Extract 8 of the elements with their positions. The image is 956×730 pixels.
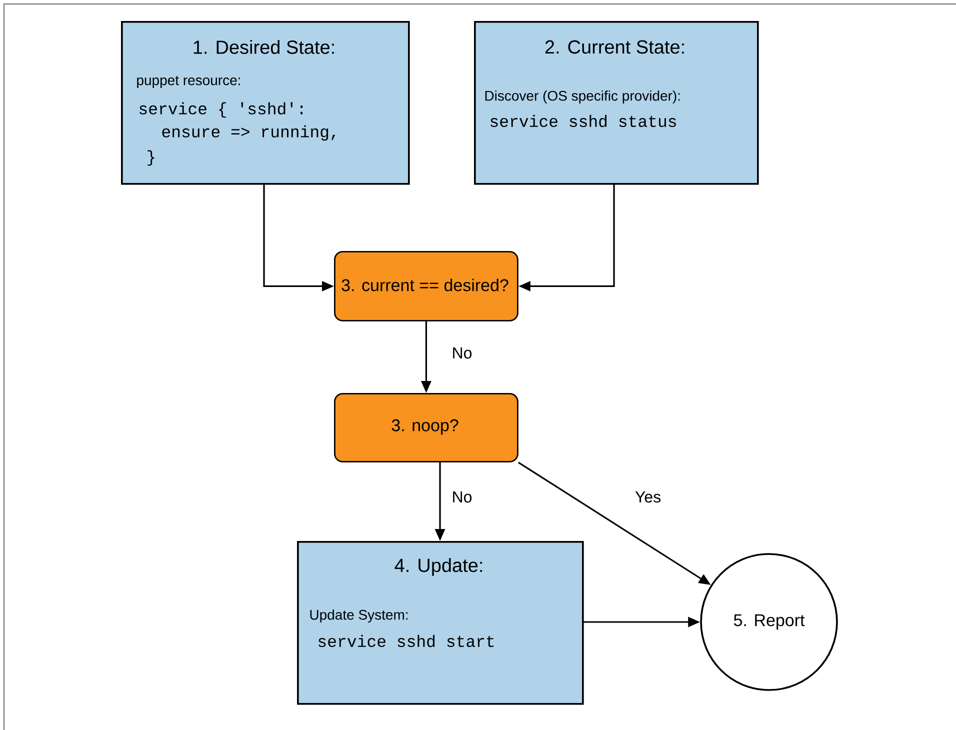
- process-box: 2. Current State: Discover (OS specific provider): service sshd status: [474, 21, 759, 185]
- edge-label: No: [450, 490, 474, 504]
- process-box: 4. Update: Update System: service sshd start: [297, 541, 584, 705]
- decision-box: 3. current == desired?: [334, 251, 518, 322]
- edge-label: No: [450, 346, 474, 360]
- decision-box: 3. noop?: [334, 393, 518, 462]
- edge-label: Yes: [634, 490, 662, 504]
- process-box: 1. Desired State: puppet resource: service { 'sshd': ensure => running, }: [121, 21, 410, 185]
